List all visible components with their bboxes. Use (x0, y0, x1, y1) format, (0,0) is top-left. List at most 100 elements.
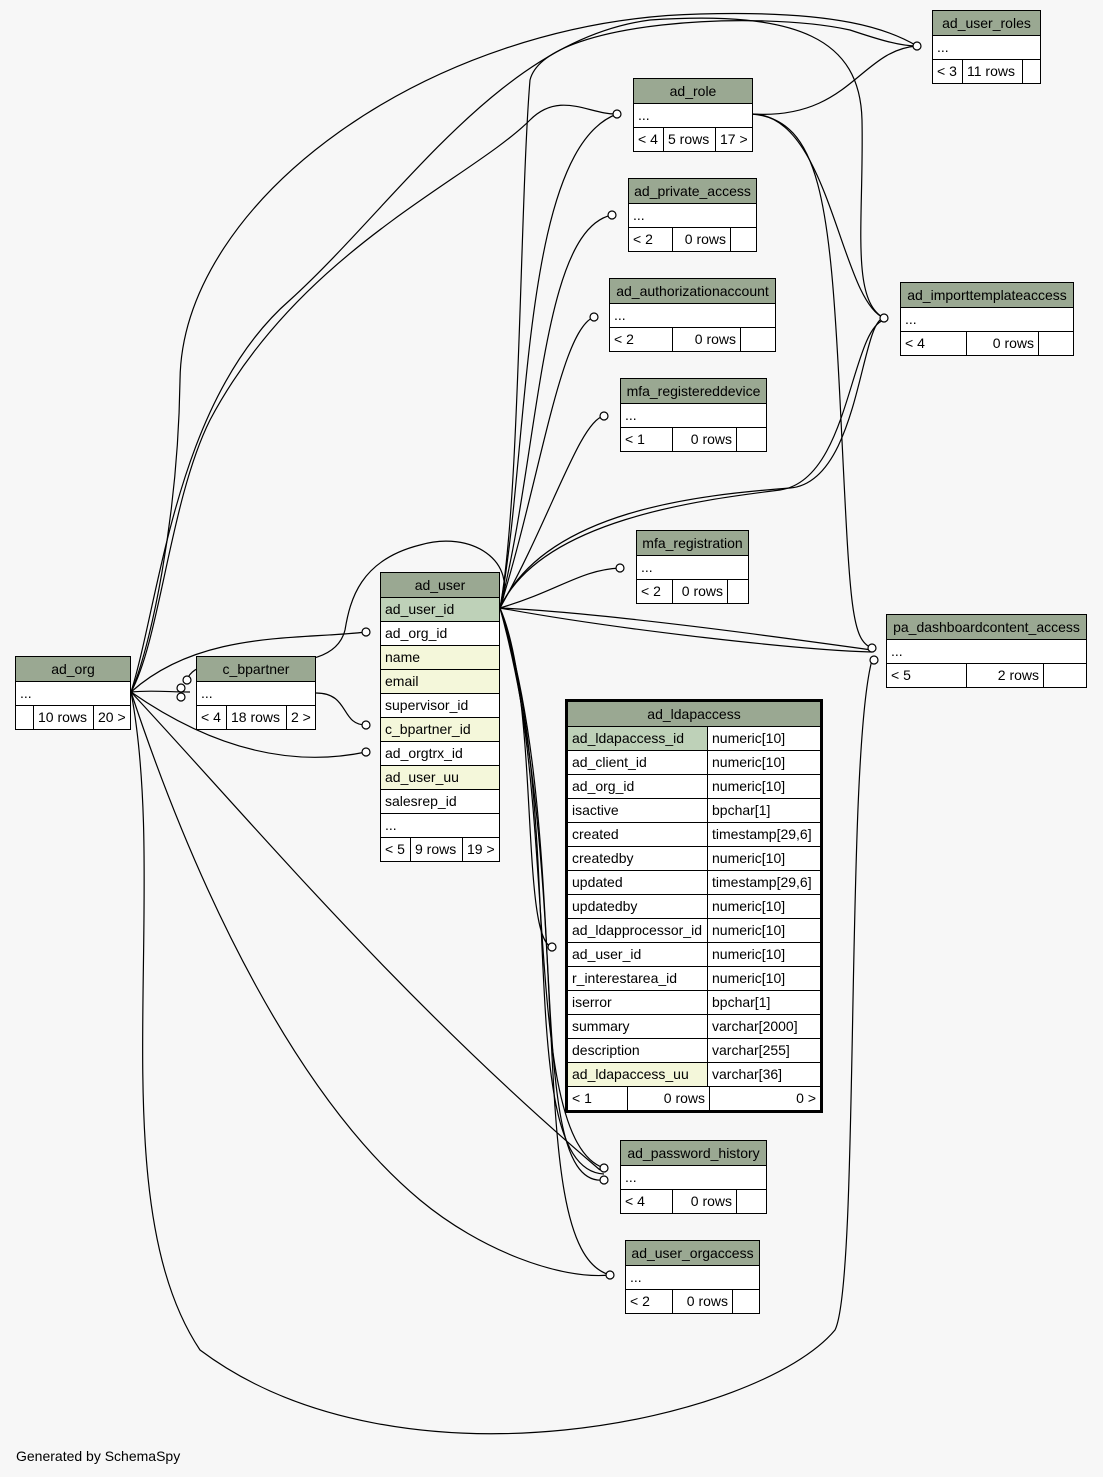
table-title[interactable]: ad_password_history (621, 1141, 766, 1166)
edge-ad-user-mfa-registereddevice (499, 415, 605, 609)
table-ad-importtemplateaccess[interactable]: ad_importtemplateaccess ... < 4 0 rows (900, 282, 1074, 356)
edge-end-marker (182, 675, 192, 685)
children-count[interactable] (741, 328, 775, 351)
parents-count[interactable]: < 3 (933, 60, 963, 83)
more-columns: ... (614, 307, 626, 323)
parents-count[interactable]: < 5 (887, 664, 967, 687)
children-count[interactable] (737, 428, 766, 451)
parents-count[interactable]: < 4 (621, 1190, 673, 1213)
table-title[interactable]: ad_importtemplateaccess (901, 283, 1073, 308)
more-columns: ... (630, 1269, 642, 1285)
column-name: r_interestarea_id (568, 967, 708, 990)
table-title[interactable]: mfa_registration (637, 531, 748, 556)
parents-count[interactable]: < 2 (610, 328, 673, 351)
table-pa-dashboardcontent-access[interactable]: pa_dashboardcontent_access ... < 5 2 row… (886, 614, 1087, 688)
table-title[interactable]: c_bpartner (197, 657, 315, 682)
children-count[interactable] (1039, 332, 1073, 355)
table-title[interactable]: mfa_registereddevice (621, 379, 766, 404)
table-title[interactable]: ad_org (16, 657, 130, 682)
column-name: isactive (568, 799, 708, 822)
edge-ad-user-ad-importtemplateaccess-2 (499, 317, 885, 609)
more-columns: ... (625, 407, 637, 423)
row-count: 0 rows (673, 428, 737, 451)
edge-ad-org-ad-user-orgtrx (130, 691, 367, 758)
edge-end-marker (589, 312, 599, 322)
more-columns: ... (625, 1169, 637, 1185)
children-count[interactable]: 19 > (467, 841, 495, 857)
table-mfa-registration[interactable]: mfa_registration ... < 2 0 rows (636, 530, 749, 604)
table-title[interactable]: ad_user (381, 573, 499, 598)
table-ad-password-history[interactable]: ad_password_history ... < 4 0 rows (620, 1140, 767, 1214)
parents-count[interactable]: < 1 (621, 428, 673, 451)
table-c-bpartner[interactable]: c_bpartner ... < 4 18 rows 2 > (196, 656, 316, 730)
children-count[interactable]: 20 > (98, 709, 126, 725)
table-title[interactable]: ad_ldapaccess (568, 702, 820, 727)
table-title[interactable]: ad_role (634, 79, 752, 104)
column-name: name (385, 649, 421, 665)
edge-ad-user-ad-password-history-2 (499, 607, 605, 1175)
parents-count[interactable]: < 4 (901, 332, 967, 355)
table-title[interactable]: ad_user_roles (933, 11, 1040, 36)
children-count[interactable] (1044, 664, 1086, 687)
parents-count[interactable]: < 1 (568, 1087, 628, 1110)
table-ad-authorizationaccount[interactable]: ad_authorizationaccount ... < 2 0 rows (609, 278, 776, 352)
more-columns: ... (633, 207, 645, 223)
children-count[interactable] (737, 1190, 766, 1213)
edge-ad-org-ad-user-orgaccess (130, 691, 611, 1277)
children-count[interactable] (728, 580, 748, 603)
row-count: 0 rows (673, 580, 728, 603)
column-name: ad_ldapprocessor_id (568, 919, 708, 942)
table-title[interactable]: ad_authorizationaccount (610, 279, 775, 304)
parents-count[interactable]: < 4 (197, 706, 227, 729)
column-type: numeric[10] (712, 778, 786, 794)
children-count[interactable] (733, 1290, 759, 1313)
column-name: iserror (568, 991, 708, 1014)
edge-end-marker (912, 41, 922, 51)
table-ad-private-access[interactable]: ad_private_access ... < 2 0 rows (628, 178, 757, 252)
parents-count[interactable]: < 2 (637, 580, 673, 603)
column-ad-org-id: ad_org_id (385, 625, 448, 641)
parents-count[interactable]: < 2 (626, 1290, 673, 1313)
table-ad-user[interactable]: ad_user ad_user_id ad_org_id name email … (380, 572, 500, 862)
edge-ad-user-ad-private-access (499, 214, 613, 609)
parents-count[interactable]: < 2 (629, 228, 673, 251)
children-count[interactable] (1023, 60, 1040, 83)
parents-count[interactable]: < 4 (634, 128, 664, 151)
table-ad-org[interactable]: ad_org ... 10 rows 20 > (15, 656, 131, 730)
table-ad-user-roles[interactable]: ad_user_roles ... < 3 11 rows (932, 10, 1041, 84)
children-count[interactable]: 0 > (796, 1090, 816, 1106)
table-title[interactable]: ad_user_orgaccess (626, 1241, 759, 1266)
column-salesrep-id: salesrep_id (385, 793, 457, 809)
column-type: numeric[10] (712, 970, 786, 986)
more-columns: ... (905, 311, 917, 327)
table-title[interactable]: ad_private_access (629, 179, 756, 204)
table-ad-user-orgaccess[interactable]: ad_user_orgaccess ... < 2 0 rows (625, 1240, 760, 1314)
column-supervisor-id: supervisor_id (385, 697, 469, 713)
children-count[interactable]: 2 > (291, 709, 311, 725)
column-type: numeric[10] (712, 754, 786, 770)
table-title[interactable]: pa_dashboardcontent_access (887, 615, 1086, 640)
column-type: numeric[10] (712, 850, 786, 866)
column-type: numeric[10] (712, 922, 786, 938)
parents-count[interactable]: < 5 (381, 838, 411, 861)
children-count[interactable] (731, 228, 756, 251)
parents-count[interactable] (16, 706, 34, 729)
row-count: 0 rows (673, 1190, 737, 1213)
column-ad-user-id: ad_user_id (385, 601, 455, 617)
edge-end-marker (867, 643, 877, 653)
column-name: ad_user_id (568, 943, 708, 966)
row-count: 2 rows (967, 664, 1044, 687)
table-ad-role[interactable]: ad_role ... < 4 5 rows 17 > (633, 78, 753, 152)
table-mfa-registereddevice[interactable]: mfa_registereddevice ... < 1 0 rows (620, 378, 767, 452)
row-count: 18 rows (227, 706, 287, 729)
children-count[interactable]: 17 > (720, 131, 748, 147)
